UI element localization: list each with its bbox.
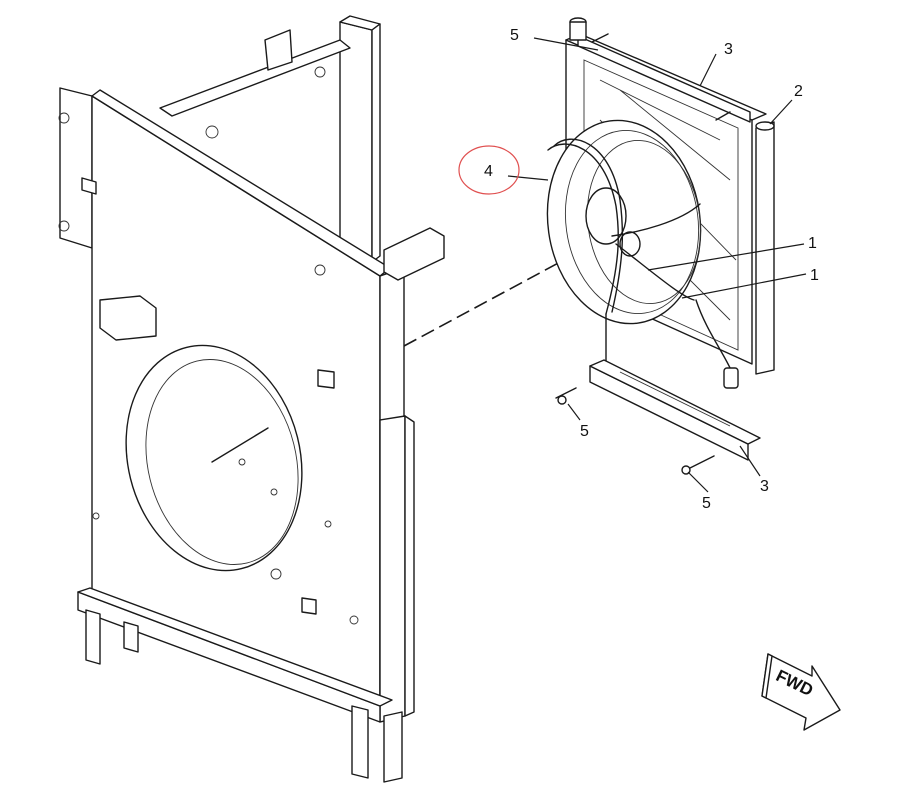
callout-3-low: 3 (760, 478, 769, 495)
callout-5-top: 5 (510, 27, 519, 44)
highlight-ring (458, 145, 520, 195)
leader-3-low (739, 445, 761, 477)
leader-5-top (533, 37, 599, 51)
leader-5-low (687, 471, 709, 493)
leader-4 (507, 175, 549, 181)
fan-shroud-assembly (546, 17, 775, 475)
callout-4: 4 (484, 163, 493, 180)
leader-1b (681, 273, 807, 299)
leader-lines (507, 37, 807, 493)
leader-3-top (699, 53, 717, 87)
forward-direction-arrow: FWD (761, 653, 841, 731)
leader-2 (769, 99, 793, 125)
leader-1a (647, 243, 805, 271)
callout-3-top: 3 (724, 41, 733, 58)
mounting-frame (58, 15, 445, 783)
callout-1a: 1 (808, 235, 817, 252)
callout-2: 2 (794, 83, 803, 100)
callout-1b: 1 (810, 267, 819, 284)
callout-labels: 5 3 2 4 1 1 5 5 3 (458, 27, 819, 512)
callout-5-mid: 5 (580, 423, 589, 440)
leader-5-mid (567, 403, 581, 421)
callout-5-low: 5 (702, 495, 711, 512)
